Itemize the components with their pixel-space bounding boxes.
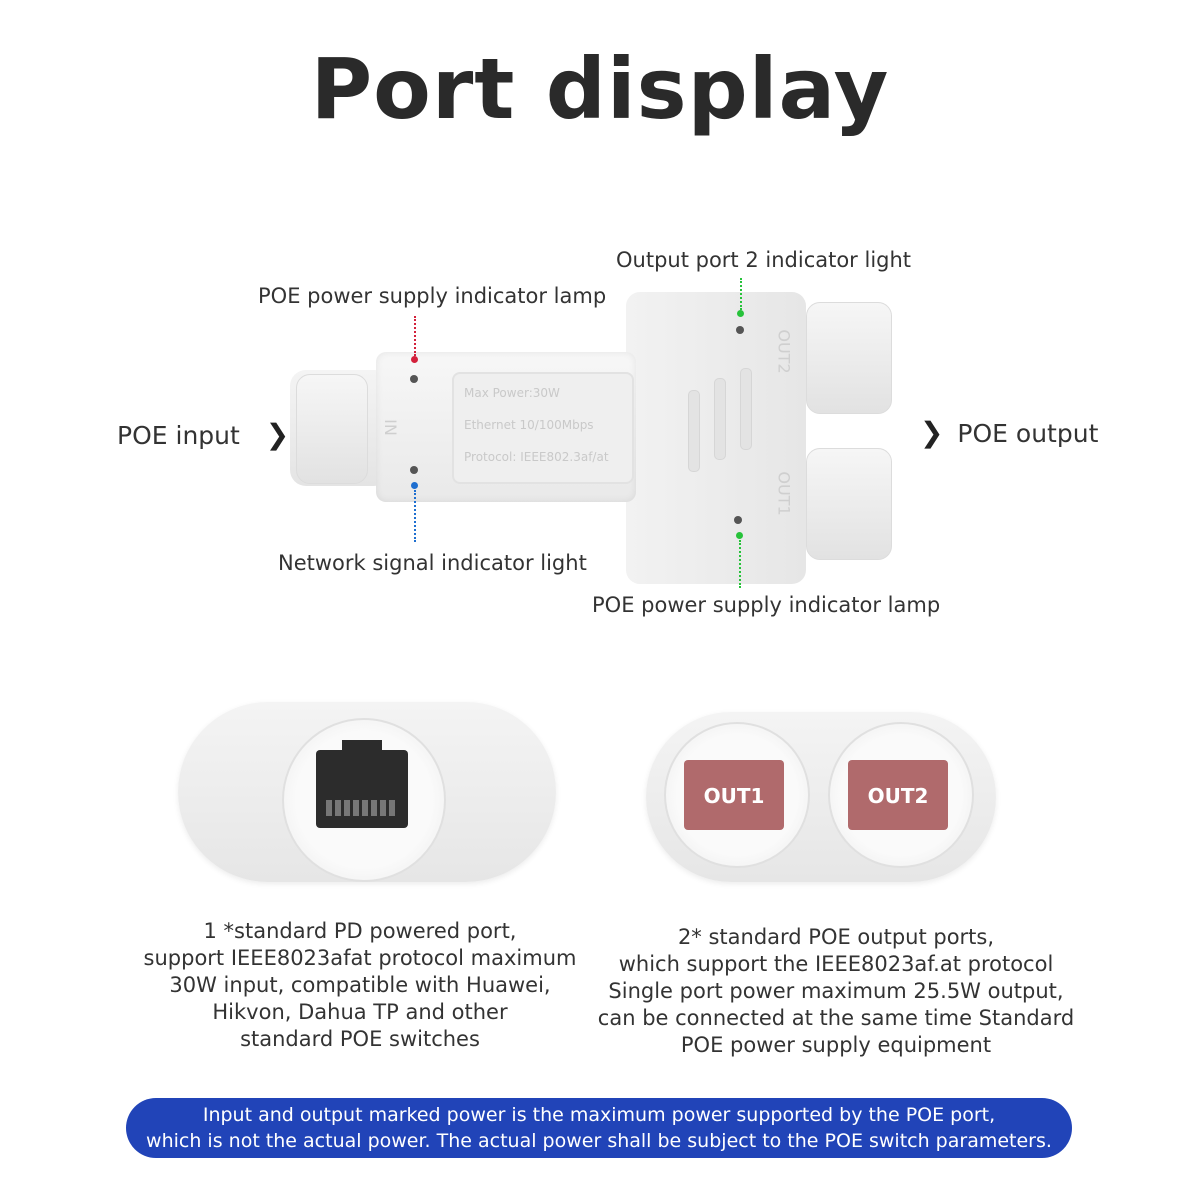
rj45-tab [342,740,382,752]
power-note-banner: Input and output marked power is the max… [126,1098,1072,1158]
poe-input-label: POE input ❯ [117,418,289,451]
output-plug-1 [806,448,892,560]
network-light-hole [410,466,418,474]
page-title: Port display [310,40,890,138]
poe-input-text: POE input [117,421,240,450]
output-desc-line: can be connected at the same time Standa… [597,1006,1075,1030]
output-desc-line: Single port power maximum 25.5W output, [608,979,1064,1003]
output-desc-line: which support the IEEE8023af.at protocol [618,952,1054,976]
green-indicator-dot-2 [736,532,743,539]
red-indicator-dot [411,356,418,363]
poe-lamp-leader [414,316,418,356]
input-port-description: 1 *standard PD powered port, support IEE… [140,918,580,1053]
input-desc-line: 1 *standard PD powered port, [203,919,517,943]
input-connector-body [290,370,390,486]
chevron-right-icon: ❯ [920,416,944,449]
in-mark: IN [380,419,400,436]
blue-indicator-dot [411,482,418,489]
grip-rib [688,390,700,472]
splitter-body [376,352,636,502]
rj45-out2-port: OUT2 [848,760,948,830]
input-desc-line: support IEEE8023afat protocol maximum [143,946,577,970]
banner-line-1: Input and output marked power is the max… [202,1104,996,1126]
banner-line-2: which is not the actual power. The actua… [146,1130,1052,1152]
output-desc-line: 2* standard POE output ports, [677,925,995,949]
output-plug-2 [806,302,892,414]
out2-light-hole [736,326,744,334]
network-light-label: Network signal indicator light [278,551,587,575]
out1-lamp-leader [739,540,743,588]
output-desc-line: POE power supply equipment [680,1033,992,1057]
poe-lamp-label-bottom: POE power supply indicator lamp [592,593,941,617]
out2-light-leader [740,278,744,310]
input-desc-line: standard POE switches [240,1027,480,1051]
spec-line-2: Ethernet 10/100Mbps [464,418,594,432]
poe-lamp-hole [410,375,418,383]
rj45-out1-port: OUT1 [684,760,784,830]
green-indicator-dot [737,310,744,317]
out2-port-label: OUT2 [867,784,929,808]
out2-light-label: Output port 2 indicator light [616,248,912,272]
out1-port-label: OUT1 [703,784,765,808]
poe-lamp-label-top: POE power supply indicator lamp [258,284,607,308]
spec-plate: Max Power:30W Ethernet 10/100Mbps Protoc… [452,372,634,484]
network-light-leader [414,490,418,542]
poe-output-label: ❯ POE output [920,416,1098,449]
output-connector-body [626,292,806,584]
input-plug [296,374,368,484]
rj45-input-port [316,740,408,828]
output-port-description: 2* standard POE output ports, which supp… [596,924,1076,1059]
rj45-pins [326,800,395,816]
spec-line-3: Protocol: IEEE802.3af/at [464,450,609,464]
grip-rib [714,378,726,460]
chevron-right-icon: ❯ [265,418,290,451]
spec-line-1: Max Power:30W [464,386,560,400]
out1-mark: OUT1 [774,471,794,516]
poe-output-text: POE output [957,419,1099,448]
grip-rib [740,368,752,450]
out1-lamp-hole [734,516,742,524]
input-desc-line: Hikvon, Dahua TP and other [212,1000,508,1024]
input-desc-line: 30W input, compatible with Huawei, [169,973,551,997]
out2-mark: OUT2 [774,329,794,374]
